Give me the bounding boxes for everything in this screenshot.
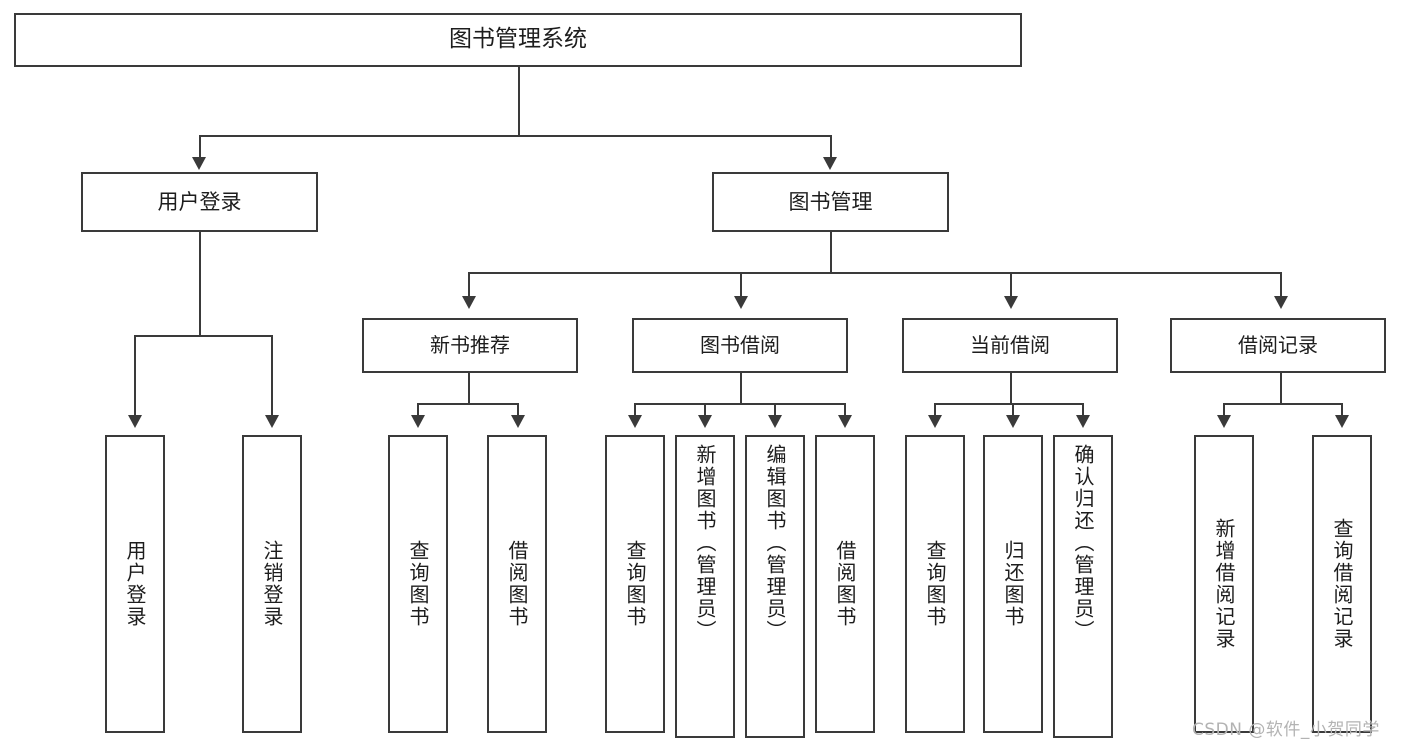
arrow-new-book-child-2: [511, 415, 525, 428]
node-user-login[interactable]: 用户登录: [81, 172, 318, 232]
leaf-book-borrow-4[interactable]: 借阅图书: [815, 435, 875, 733]
leaf-label: 注销登录: [260, 540, 284, 628]
connector-book-borrow-bus: [634, 403, 844, 405]
arrow-book-borrow-child-2: [698, 415, 712, 428]
leaf-new-book-1[interactable]: 查询图书: [388, 435, 448, 733]
connector-book-borrow-child-3: [774, 403, 776, 417]
connector-current-borrow-bus: [934, 403, 1082, 405]
connector-new-book-child-2: [517, 403, 519, 417]
arrow-user-login-child-1: [128, 415, 142, 428]
connector-new-book-bus: [417, 403, 519, 405]
leaf-current-borrow-1[interactable]: 查询图书: [905, 435, 965, 733]
csdn-watermark: CSDN @软件_小贺同学: [1192, 720, 1380, 740]
connector-user-login-stem: [199, 232, 201, 335]
leaf-label: 借阅图书: [505, 540, 529, 628]
connector-book-manage-stem: [830, 232, 832, 272]
node-new-book-recommend[interactable]: 新书推荐: [362, 318, 578, 373]
arrow-book-borrow-child-3: [768, 415, 782, 428]
connector-borrow-record-bus: [1223, 403, 1341, 405]
leaf-user-login-1[interactable]: 用户登录: [105, 435, 165, 733]
leaf-label: 查询图书: [623, 540, 647, 628]
leaf-label: 用户登录: [123, 540, 147, 628]
leaf-borrow-record-1[interactable]: 新增借阅记录: [1194, 435, 1254, 733]
connector-borrow-record-stem: [1280, 373, 1282, 403]
arrow-current-borrow-child-2: [1006, 415, 1020, 428]
arrow-book-borrow-child-1: [628, 415, 642, 428]
arrow-to-book-manage: [823, 157, 837, 170]
leaf-label: 借阅图书: [833, 540, 857, 628]
leaf-current-borrow-2[interactable]: 归还图书: [983, 435, 1043, 733]
arrow-user-login-child-2: [265, 415, 279, 428]
leaf-label: 确认归还（管理员）: [1071, 444, 1095, 642]
connector-level1-bus: [199, 135, 830, 137]
leaf-book-borrow-1[interactable]: 查询图书: [605, 435, 665, 733]
leaf-borrow-record-2[interactable]: 查询借阅记录: [1312, 435, 1372, 733]
connector-to-current-borrow: [1010, 272, 1012, 298]
leaf-book-borrow-3[interactable]: 编辑图书（管理员）: [745, 435, 805, 738]
connector-new-book-stem: [468, 373, 470, 403]
node-book-borrow[interactable]: 图书借阅: [632, 318, 848, 373]
connector-current-borrow-child-2: [1012, 403, 1014, 417]
connector-user-login-child-2: [271, 335, 273, 417]
node-label: 新书推荐: [430, 332, 510, 357]
arrow-to-new-book: [462, 296, 476, 309]
connector-book-borrow-child-4: [844, 403, 846, 417]
node-label: 当前借阅: [970, 332, 1050, 357]
connector-borrow-record-child-1: [1223, 403, 1225, 417]
leaf-label: 编辑图书（管理员）: [763, 444, 787, 642]
connector-level2-bus: [468, 272, 1280, 274]
arrow-to-current-borrow: [1004, 296, 1018, 309]
node-label: 借阅记录: [1238, 332, 1318, 357]
arrow-borrow-record-child-2: [1335, 415, 1349, 428]
node-label: 图书借阅: [700, 332, 780, 357]
connector-to-book-borrow: [740, 272, 742, 298]
leaf-new-book-2[interactable]: 借阅图书: [487, 435, 547, 733]
connector-to-borrow-record: [1280, 272, 1282, 298]
connector-current-borrow-child-1: [934, 403, 936, 417]
arrow-new-book-child-1: [411, 415, 425, 428]
leaf-label: 归还图书: [1001, 540, 1025, 628]
connector-book-borrow-child-2: [704, 403, 706, 417]
connector-book-borrow-child-1: [634, 403, 636, 417]
leaf-user-login-2[interactable]: 注销登录: [242, 435, 302, 733]
node-book-manage[interactable]: 图书管理: [712, 172, 949, 232]
arrow-to-borrow-record: [1274, 296, 1288, 309]
leaf-current-borrow-3[interactable]: 确认归还（管理员）: [1053, 435, 1113, 738]
connector-current-borrow-child-3: [1082, 403, 1084, 417]
leaf-label: 查询图书: [923, 540, 947, 628]
arrow-to-book-borrow: [734, 296, 748, 309]
connector-borrow-record-child-2: [1341, 403, 1343, 417]
connector-current-borrow-stem: [1010, 373, 1012, 403]
node-label: 图书管理系统: [449, 26, 587, 53]
arrow-borrow-record-child-1: [1217, 415, 1231, 428]
node-current-borrow[interactable]: 当前借阅: [902, 318, 1118, 373]
connector-book-borrow-stem: [740, 373, 742, 403]
node-label: 图书管理: [788, 189, 873, 214]
connector-root-stem: [518, 67, 520, 135]
connector-to-book-manage: [830, 135, 832, 159]
node-label: 用户登录: [157, 189, 242, 214]
leaf-label: 查询图书: [406, 540, 430, 628]
connector-to-user-login: [199, 135, 201, 159]
leaf-label: 新增图书（管理员）: [693, 444, 717, 642]
leaf-label: 新增借阅记录: [1212, 518, 1236, 650]
connector-to-new-book: [468, 272, 470, 298]
leaf-label: 查询借阅记录: [1330, 518, 1354, 650]
connector-user-login-child-1: [134, 335, 136, 417]
arrow-book-borrow-child-4: [838, 415, 852, 428]
connector-user-login-bus: [134, 335, 271, 337]
leaf-book-borrow-2[interactable]: 新增图书（管理员）: [675, 435, 735, 738]
arrow-to-user-login: [192, 157, 206, 170]
node-root-system[interactable]: 图书管理系统: [14, 13, 1022, 67]
node-borrow-record[interactable]: 借阅记录: [1170, 318, 1386, 373]
arrow-current-borrow-child-1: [928, 415, 942, 428]
connector-new-book-child-1: [417, 403, 419, 417]
arrow-current-borrow-child-3: [1076, 415, 1090, 428]
